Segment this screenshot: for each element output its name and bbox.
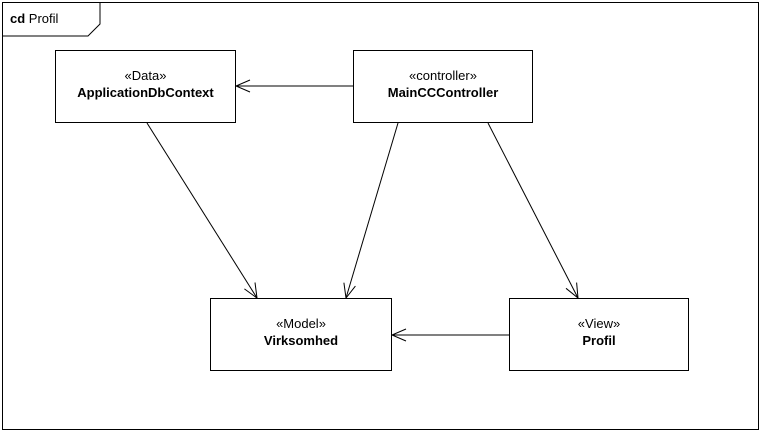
class-stereotype: «View»: [577, 316, 621, 331]
frame-label-border: [2, 2, 101, 37]
diagram-frame: [2, 2, 759, 430]
class-name: Virksomhed: [263, 333, 339, 348]
class-stereotype: «controller»: [409, 68, 477, 83]
class-name: Profil: [582, 333, 616, 348]
class-stereotype: «Data»: [124, 68, 167, 83]
class-application-db-context[interactable]: «Data» ApplicationDbContext: [55, 50, 236, 123]
dependency-data-to-model: [146, 122, 258, 300]
frame-keyword: cd: [10, 11, 26, 26]
class-name: MainCCController: [387, 85, 499, 100]
class-stereotype: «Model»: [276, 316, 326, 331]
frame-label: cd Profil: [2, 2, 101, 37]
dependency-controller-to-data: [234, 79, 353, 93]
dependency-controller-to-view: [487, 122, 579, 300]
class-virksomhed[interactable]: «Model» Virksomhed: [210, 298, 392, 371]
class-name: ApplicationDbContext: [77, 85, 214, 100]
frame-name: Profil: [28, 11, 59, 26]
class-main-cc-controller[interactable]: «controller» MainCCController: [353, 50, 533, 123]
dependency-controller-to-model: [343, 122, 399, 300]
dependency-view-to-model: [390, 328, 509, 342]
class-profil[interactable]: «View» Profil: [509, 298, 689, 371]
